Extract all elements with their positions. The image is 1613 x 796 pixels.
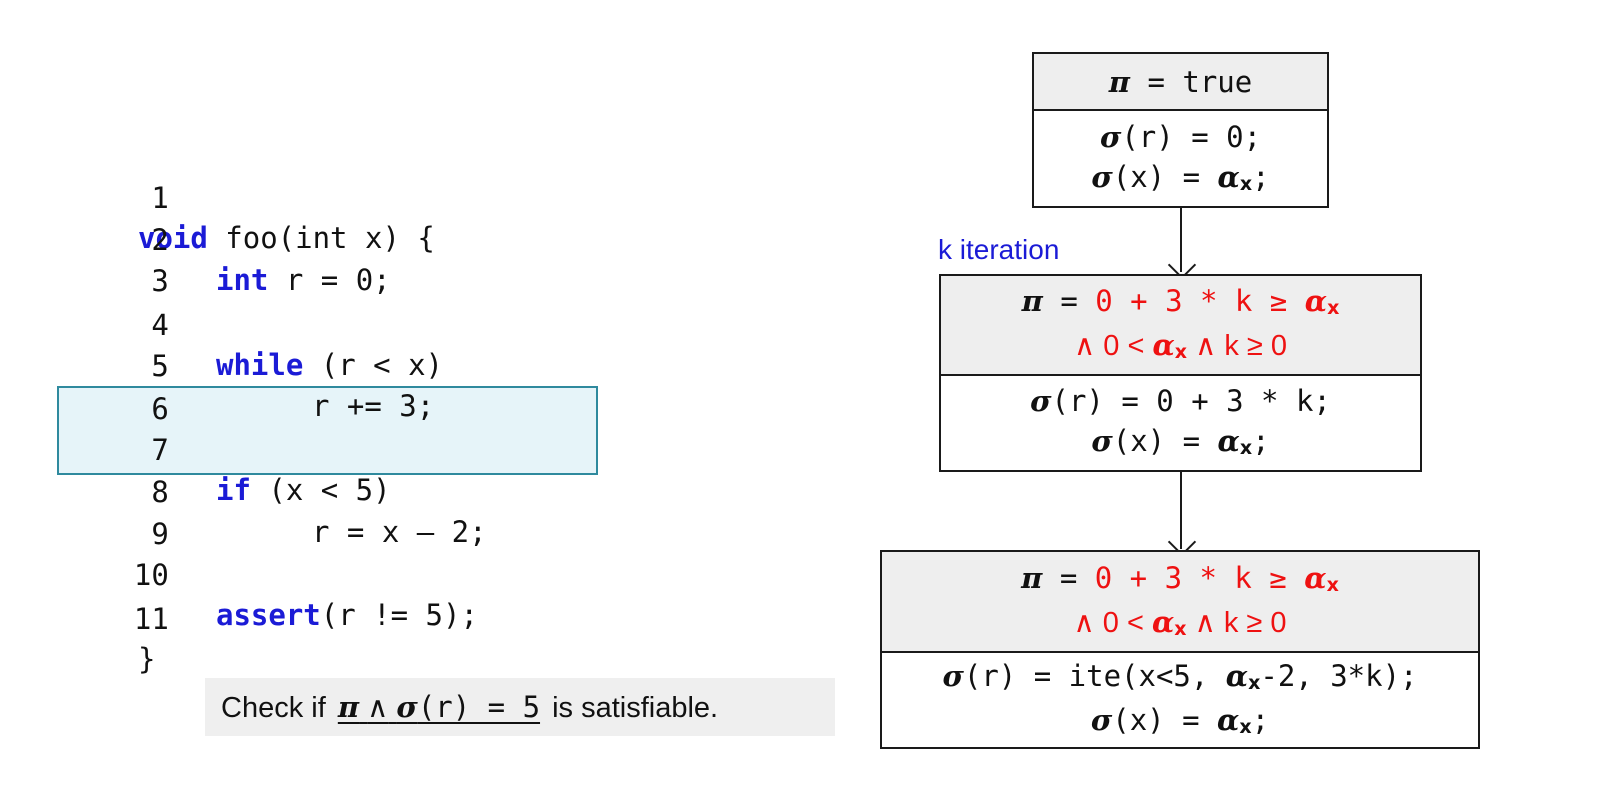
path-condition: π = 0 + 3 * k ≥ αx ∧ 0 < αx ∧ k ≥ 0 <box>941 276 1420 376</box>
code-text: (r < x) <box>303 348 443 382</box>
symbolic-store: σ(r) = 0 + 3 * k; σ(x) = αx; <box>941 376 1420 470</box>
keyword-while: while <box>216 348 304 382</box>
code-line-7: 7 if (x < 5) <box>0 390 390 507</box>
line-number: 3 <box>151 264 169 298</box>
keyword-int: int <box>216 263 269 297</box>
path-condition-value: true <box>1182 64 1253 99</box>
and-symbol: ∧ <box>367 692 389 724</box>
transition-arrow <box>1180 207 1182 272</box>
code-text: r = 0; <box>268 263 391 297</box>
code-text: foo(int x) { <box>207 221 435 255</box>
sigma-symbol: σ <box>1030 384 1052 418</box>
transition-arrow <box>1180 471 1182 549</box>
symbolic-store: σ(r) = 0; σ(x) = αx; <box>1034 111 1327 206</box>
formula-arg: (r) = 5 <box>417 690 541 724</box>
line-number: 7 <box>151 433 169 467</box>
code-line-10: 10 assert(r != 5); <box>0 515 478 632</box>
line-number: 5 <box>151 349 169 383</box>
store-entry-x: σ(x) = αx; <box>1091 159 1270 195</box>
line-number: 9 <box>151 517 169 551</box>
path-condition: π = true <box>1034 54 1327 111</box>
sigma-symbol: σ <box>1091 424 1113 458</box>
line-number: 1 <box>151 181 169 215</box>
store-entry-r: σ(r) = 0 + 3 * k; <box>1030 384 1331 418</box>
store-entry-x: σ(x) = αx; <box>1090 703 1270 738</box>
code-line-3: 3 <box>0 221 168 298</box>
keyword-if: if <box>216 473 251 507</box>
keyword-assert: assert <box>216 598 321 632</box>
alpha-symbol: α <box>1304 560 1327 595</box>
code-line-4: 4 while (r < x) <box>0 265 443 382</box>
line-number: 10 <box>133 558 169 592</box>
store-entry-r: σ(r) = ite(x<5, αx-2, 3*k); <box>942 659 1418 694</box>
highlighted-lines-box <box>57 386 598 475</box>
state-box-initial: π = true σ(r) = 0; σ(x) = αx; <box>1032 52 1329 208</box>
code-line-1: 1 void foo(int x) { <box>0 138 435 255</box>
code-line-5: 5 r += 3; <box>0 306 434 423</box>
code-text: r += 3; <box>312 389 435 423</box>
state-box-loop: π = 0 + 3 * k ≥ αx ∧ 0 < αx ∧ k ≥ 0 σ(r)… <box>939 274 1422 472</box>
keyword-void: void <box>138 221 208 255</box>
sigma-symbol: σ <box>1091 159 1113 194</box>
alpha-symbol: α <box>1304 284 1328 318</box>
code-text: (r != 5); <box>320 598 478 632</box>
code-line-6: 6 <box>0 349 168 426</box>
alpha-symbol: α <box>1152 328 1175 362</box>
code-text: (x < 5) <box>250 473 391 507</box>
pi-symbol: π <box>1108 64 1130 99</box>
path-condition-expr: 0 + 3 * k ≥ <box>1095 284 1305 318</box>
sigma-symbol: σ <box>396 690 418 724</box>
line-number: 11 <box>133 602 169 636</box>
note-formula: π ∧ σ(r) = 5 <box>337 690 541 724</box>
state-box-final: π = 0 + 3 * k ≥ αx ∧ 0 < αx ∧ k ≥ 0 σ(r)… <box>880 550 1480 749</box>
code-line-11: 11 } <box>0 559 169 676</box>
sigma-symbol: σ <box>1099 119 1122 154</box>
code-text: } <box>138 642 156 676</box>
store-entry-r: σ(r) = 0; <box>1099 119 1262 154</box>
line-number: 6 <box>151 392 169 426</box>
iteration-label: k iteration <box>938 234 1060 265</box>
code-line-9: 9 <box>0 474 168 551</box>
code-listing: 1 void foo(int x) { 2 int r = 0; 3 4 whi… <box>0 138 598 676</box>
note-suffix: is satisfiable. <box>552 692 719 724</box>
pi-symbol: π <box>337 690 360 724</box>
pi-symbol: π <box>1021 560 1043 595</box>
alpha-symbol: α <box>1225 659 1249 693</box>
line-number: 8 <box>151 475 169 509</box>
path-condition: π = 0 + 3 * k ≥ αx ∧ 0 < αx ∧ k ≥ 0 <box>882 552 1478 653</box>
note-prefix: Check if <box>221 692 326 724</box>
line-number: 2 <box>151 223 169 257</box>
store-entry-x: σ(x) = αx; <box>1091 424 1270 459</box>
line-number: 4 <box>151 308 169 342</box>
code-line-8: 8 r = x – 2; <box>0 432 486 549</box>
alpha-symbol: α <box>1217 159 1240 194</box>
symbolic-store: σ(r) = ite(x<5, αx-2, 3*k); σ(x) = αx; <box>882 653 1478 747</box>
alpha-symbol: α <box>1217 424 1240 458</box>
alpha-symbol: α <box>1217 703 1240 737</box>
alpha-symbol: α <box>1151 604 1175 639</box>
path-condition-expr: 0 + 3 * k ≥ <box>1094 560 1305 595</box>
sigma-symbol: σ <box>1090 703 1113 737</box>
pi-symbol: π <box>1021 284 1043 318</box>
code-text: r = x – 2; <box>312 515 487 549</box>
sigma-symbol: σ <box>942 659 964 693</box>
code-line-2: 2 int r = 0; <box>0 180 390 297</box>
satisfiability-note: Check if π ∧ σ(r) = 5 is satisfiable. <box>205 678 835 736</box>
